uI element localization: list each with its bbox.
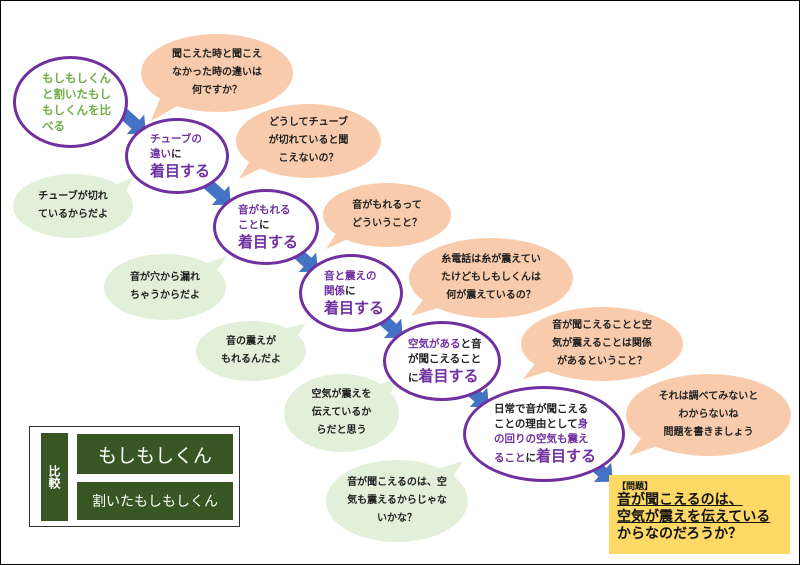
step-text: と音 bbox=[460, 337, 482, 350]
step-ellipse-daily: 日常で音が聞こえる ことの理由として身 の回りの空気も震え ることに着目する bbox=[463, 386, 625, 482]
step-text: ること bbox=[494, 452, 526, 464]
step-text: 身 bbox=[577, 418, 589, 430]
answer-bubble: 音の震えがもれるんだよ bbox=[196, 321, 306, 381]
bubble-text: 音が聞こえるのは、空 bbox=[347, 477, 447, 488]
legend-item-split-moshimoshi: 割いたもしもしくん bbox=[77, 482, 233, 520]
step-text: に bbox=[259, 218, 270, 231]
bubble-text: 気が震えることは関係 bbox=[552, 338, 652, 349]
bubble-text: こえないの？ bbox=[278, 153, 339, 164]
answer-bubble: 音が穴から漏れちゃうからだよ bbox=[104, 254, 226, 320]
question-bubble: 糸電話は糸が震えていたけどもしもしくんは何が震えているの？ bbox=[409, 238, 573, 318]
step-ellipse-compare: もしもしくん と割いたもし もしくんを比 べる bbox=[13, 56, 128, 148]
bubble-text: チューブが切れ bbox=[38, 191, 108, 202]
focus-label: 着目する bbox=[536, 447, 597, 465]
answer-bubble: 音が聞こえるのは、空気も震えるからじゃないかな？ bbox=[326, 460, 468, 542]
step-text: に bbox=[171, 147, 182, 160]
question-bubble: 聞こえた時と聞こえなかった時の違いは何ですか？ bbox=[141, 34, 293, 112]
bubble-text: 問題を書きましょう bbox=[663, 427, 754, 438]
step-text: が聞こえること bbox=[408, 352, 482, 365]
question-bubble: どうしてチューブが切れていると聞こえないの？ bbox=[236, 104, 381, 178]
problem-text: 空気が震えを伝えている bbox=[617, 509, 771, 525]
bubble-text: 何が震えているの？ bbox=[446, 290, 536, 301]
bubble-text: 糸電話は糸が震えてい bbox=[441, 254, 541, 265]
step-text: べる bbox=[42, 119, 65, 133]
bubble-text: 音の震えが bbox=[226, 336, 276, 347]
problem-text: 音が聞こえるのは、 bbox=[617, 492, 743, 508]
step-text: 音と震えの bbox=[324, 269, 377, 282]
step-text: 違い bbox=[150, 147, 171, 160]
step-ellipse-vibration: 音と震えの 関係に 着目する bbox=[299, 254, 403, 332]
question-bubble: 音がもれるってどういうこと？ bbox=[323, 183, 451, 247]
step-text: に bbox=[525, 452, 537, 464]
answer-bubble: 空気が震えを伝えているからだと思う bbox=[284, 374, 399, 452]
step-text: 関係 bbox=[324, 284, 345, 297]
bubble-text: 音が穴から漏れ bbox=[130, 272, 200, 283]
bubble-text: わからないね bbox=[678, 409, 739, 420]
step-ellipse-tube: チューブの 違いに 着目する bbox=[125, 118, 229, 194]
bubble-text: いかな？ bbox=[377, 513, 417, 524]
bubble-text: たけどもしもしくんは bbox=[441, 272, 541, 283]
answer-bubble: チューブが切れているからだよ bbox=[13, 174, 133, 238]
step-text: チューブの bbox=[150, 132, 202, 145]
bubble-text: があるということ？ bbox=[557, 356, 647, 367]
bubble-text: 空気が震えを bbox=[311, 389, 372, 400]
bubble-text: ているからだよ bbox=[38, 209, 108, 220]
problem-label: 【問題】 bbox=[617, 482, 654, 492]
focus-label: 着目する bbox=[324, 298, 385, 317]
bubble-text: が切れていると聞 bbox=[268, 135, 349, 146]
bubble-text: 何ですか？ bbox=[192, 85, 242, 96]
bubble-text: なかった時の違いは bbox=[172, 67, 262, 78]
comparison-legend: 比較 もしもしくん 割いたもしもしくん bbox=[29, 426, 240, 527]
bubble-text: 音がもれるって bbox=[352, 200, 422, 211]
problem-text: からなのだろうか？ bbox=[617, 526, 743, 542]
question-bubble: それは調べてみないとわからないね問題を書きましょう bbox=[626, 374, 791, 456]
focus-label: 着目する bbox=[418, 366, 479, 385]
question-bubble: 音が聞こえることと空気が震えることは関係があるということ？ bbox=[521, 307, 683, 381]
step-text: 空気がある bbox=[408, 337, 461, 350]
step-ellipse-air: 空気があると音 が聞こえること に着目する bbox=[383, 321, 501, 401]
focus-label: 着目する bbox=[238, 232, 299, 251]
legend-item-moshimoshi: もしもしくん bbox=[77, 434, 233, 474]
bubble-text: 気も震えるからじゃな bbox=[347, 495, 447, 506]
problem-box: 【問題】 音が聞こえるのは、 空気が震えを伝えている からなのだろうか？ bbox=[609, 475, 790, 554]
step-text: ことの理由として bbox=[494, 418, 578, 430]
step-text: の回りの空気も震え bbox=[494, 433, 589, 445]
legend-side-label: 比較 bbox=[41, 433, 68, 521]
step-ellipse-leak: 音がもれる ことに 着目する bbox=[213, 189, 319, 265]
step-text: もしもしくん bbox=[42, 71, 111, 85]
step-text: と割いたもし bbox=[42, 87, 111, 101]
flow-arrow-icon bbox=[203, 179, 231, 205]
bubble-text: それは調べてみないと bbox=[658, 391, 759, 402]
step-text: こと bbox=[238, 218, 259, 231]
step-text: 日常で音が聞こえる bbox=[494, 403, 589, 415]
bubble-text: ちゃうからだよ bbox=[130, 290, 200, 301]
bubble-text: らだと思う bbox=[316, 425, 367, 436]
step-text: に bbox=[408, 371, 419, 384]
bubble-text: どうしてチューブ bbox=[268, 117, 349, 128]
focus-label: 着目する bbox=[150, 161, 211, 180]
bubble-text: 伝えているか bbox=[311, 407, 372, 418]
step-text: 音がもれる bbox=[238, 203, 291, 216]
step-text: もしくんを比 bbox=[42, 103, 111, 117]
bubble-text: 聞こえた時と聞こえ bbox=[172, 49, 262, 60]
bubble-text: どういうこと？ bbox=[352, 218, 422, 229]
step-text: に bbox=[345, 284, 356, 297]
bubble-text: もれるんだよ bbox=[221, 354, 281, 365]
bubble-text: 音が聞こえることと空 bbox=[552, 320, 652, 331]
